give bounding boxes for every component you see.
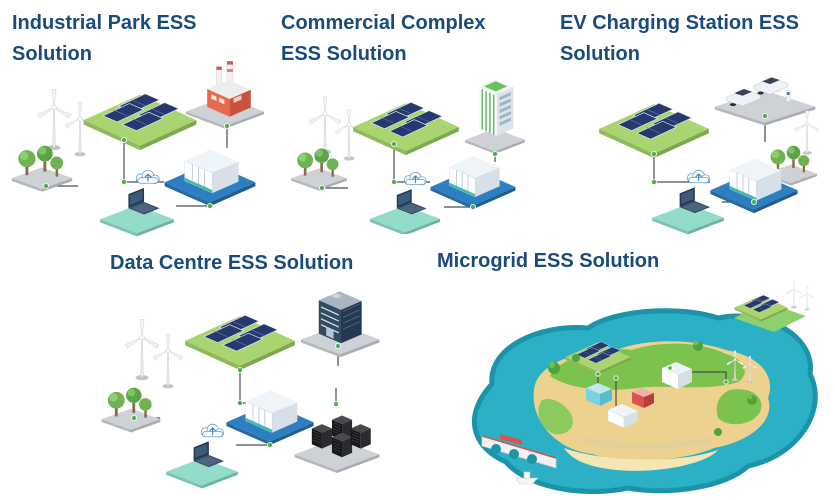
microgrid-illustration <box>472 281 818 495</box>
solar-array-icon <box>83 93 197 151</box>
solar-array-icon <box>352 101 460 156</box>
ev-charging-station-illustration <box>598 54 820 236</box>
wind-turbine-icon <box>800 286 814 311</box>
battery-storage-icon <box>164 148 256 207</box>
wind-turbine-icon <box>309 96 341 155</box>
beach <box>564 448 718 471</box>
battery-storage-icon <box>607 404 638 429</box>
monitoring-laptop-icon <box>165 423 239 490</box>
wind-turbine-icon <box>152 334 184 389</box>
commercial-complex-illustration <box>291 78 526 234</box>
bridge-icon <box>481 434 557 469</box>
industrial-park-illustration <box>11 60 265 237</box>
trees-icon <box>101 387 161 433</box>
village-building-red <box>632 388 654 408</box>
wind-turbine-icon <box>37 89 71 151</box>
trees-icon <box>11 145 73 192</box>
title-ev-charging-station: EV Charging Station ESS Solution <box>560 12 799 65</box>
connection-node-icon <box>319 141 498 210</box>
connection-node-icon <box>651 113 768 205</box>
monitoring-laptop-icon <box>651 169 725 236</box>
connection-node-icon <box>595 365 729 385</box>
battery-storage-icon <box>430 155 516 210</box>
data-centre-illustration <box>101 290 381 490</box>
connection-node-icon <box>131 343 341 448</box>
connection-node-icon <box>43 123 230 209</box>
wind-turbine-icon <box>786 281 802 309</box>
wind-turbine-icon <box>334 109 364 161</box>
solar-array-icon <box>184 314 296 371</box>
factory-building-icon <box>185 60 265 130</box>
boat-icon <box>515 471 539 485</box>
title-data-centre: Data Centre ESS Solution <box>110 252 354 274</box>
title-commercial-complex: Commercial Complex ESS Solution <box>281 12 486 65</box>
trees-icon <box>548 340 757 436</box>
village-building-teal <box>586 383 612 406</box>
island-road <box>579 437 711 449</box>
wind-turbine-icon <box>64 102 96 157</box>
monitoring-laptop-icon <box>99 169 175 237</box>
village-building-white <box>662 362 692 389</box>
title-industrial-park: Industrial Park ESS Solution <box>12 12 197 65</box>
train-icon <box>500 434 522 445</box>
solar-array-icon <box>598 102 710 159</box>
wind-turbine-icon <box>125 319 159 381</box>
trees-icon <box>291 148 347 191</box>
title-microgrid: Microgrid ESS Solution <box>437 250 660 272</box>
island-green-left <box>538 398 573 435</box>
office-tower-icon <box>464 78 526 155</box>
